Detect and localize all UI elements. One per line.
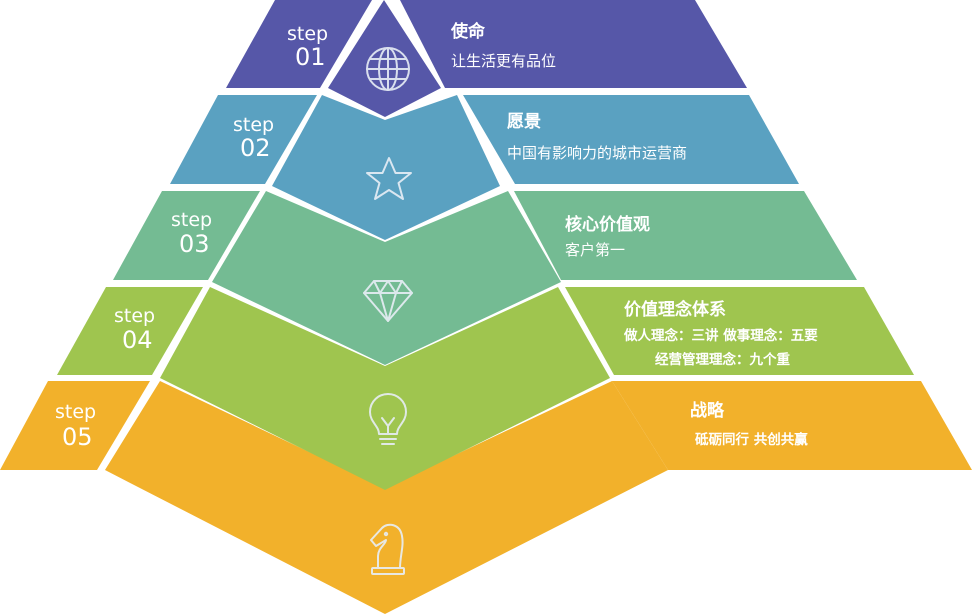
step-2-number: 02	[240, 134, 271, 162]
step-4-word: step	[114, 305, 155, 327]
diamond-icon	[363, 280, 413, 322]
level-2-desc: 中国有影响力的城市运营商	[507, 144, 687, 162]
level-5-desc: 砥砺同行 共创共赢	[695, 431, 808, 448]
step-3-number: 03	[179, 230, 210, 258]
step-1-number: 01	[295, 43, 326, 71]
level-5-title: 战略	[690, 400, 725, 421]
level-5-right-band	[612, 381, 972, 470]
level-5-left-band	[0, 381, 150, 470]
level-2-chevron	[272, 95, 500, 240]
level-1-right-band	[400, 0, 747, 88]
step-3-word: step	[171, 209, 212, 231]
level-3-left-band	[113, 191, 260, 280]
level-4-chevron	[160, 287, 610, 490]
globe-icon	[366, 47, 410, 91]
star-icon	[366, 157, 412, 200]
level-4-right-band	[565, 287, 914, 375]
level-4-desc-line-1: 做人理念：三讲 做事理念：五要	[623, 327, 818, 344]
level-3-right-band	[514, 191, 857, 280]
level-2-right-band	[463, 95, 799, 184]
step-4-number: 04	[122, 326, 153, 354]
level-1-desc: 让生活更有品位	[451, 52, 556, 70]
level-5-chevron	[105, 381, 668, 614]
level-4-left-band	[57, 287, 203, 375]
level-4-desc-line-2: 经营管理理念：九个重	[655, 351, 790, 368]
level-2-left-band	[170, 95, 317, 184]
level-2-title: 愿景	[507, 112, 541, 132]
chess-knight-icon	[370, 523, 405, 575]
step-5-word: step	[55, 401, 96, 423]
level-3-chevron	[212, 191, 561, 365]
level-1-title: 使命	[450, 21, 486, 42]
level-3-title: 核心价值观	[565, 214, 650, 235]
level-1-left-band	[226, 0, 372, 88]
level-4-title: 价值理念体系	[624, 299, 726, 320]
step-5-number: 05	[62, 423, 93, 451]
level-3-desc: 客户第一	[565, 241, 625, 259]
step-1-word: step	[287, 23, 328, 45]
lightbulb-icon	[369, 393, 407, 445]
step-2-word: step	[233, 114, 274, 136]
